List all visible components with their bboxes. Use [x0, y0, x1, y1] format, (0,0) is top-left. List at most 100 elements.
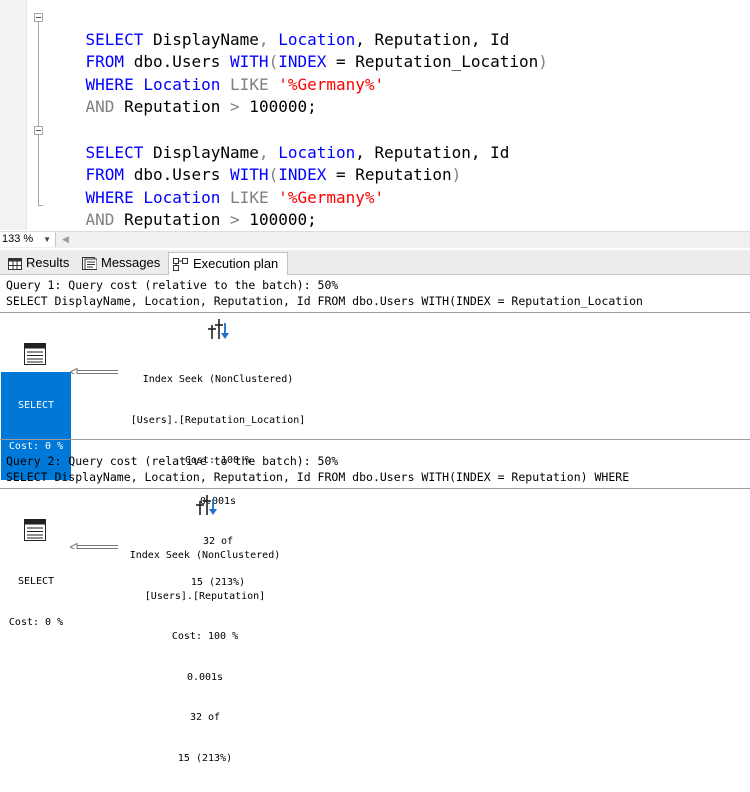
column-list: , Reputation, Id	[355, 143, 510, 162]
keyword-index: INDEX	[278, 165, 327, 184]
seek-title: Index Seek (NonClustered)	[129, 550, 281, 561]
select-node-2[interactable]: SELECT Cost: 0 %	[1, 548, 71, 656]
code-line-q1-2: FROM dbo.Users WITH(INDEX = Reputation_L…	[47, 29, 548, 71]
column-name: DisplayName	[143, 143, 259, 162]
column-location: Location	[143, 188, 221, 207]
column-location: Location	[278, 143, 356, 162]
select-result-icon[interactable]	[24, 343, 46, 365]
keyword-from: FROM	[85, 52, 125, 71]
keyword-with: WITH	[230, 52, 269, 71]
gutter-divider	[26, 0, 27, 230]
seek-title: Index Seek (NonClustered)	[142, 374, 294, 385]
keyword-from: FROM	[85, 165, 125, 184]
seek-time: 0.001s	[186, 671, 224, 683]
column-location: Location	[143, 75, 221, 94]
keyword-and: AND	[85, 97, 115, 116]
fold-guide	[38, 22, 39, 205]
seek-time: 0.001s	[199, 495, 237, 507]
tab-execution-plan-label: Execution plan	[193, 256, 279, 271]
plan-separator	[0, 439, 750, 440]
keyword-where: WHERE	[85, 188, 134, 207]
code-line-q2-3: WHERE Location LIKE '%Germany%'	[47, 165, 385, 207]
string-literal: '%Germany%'	[278, 188, 385, 207]
seek-rows-actual: 32 of	[202, 536, 234, 547]
query2-sql-text: SELECT DisplayName, Location, Reputation…	[6, 470, 630, 484]
tab-results[interactable]: Results	[4, 252, 74, 274]
number-literal: 100000;	[239, 97, 317, 116]
column-list: , Reputation, Id	[355, 30, 510, 49]
code-line-q2-2: FROM dbo.Users WITH(INDEX = Reputation)	[47, 142, 462, 184]
index-seek-icon[interactable]	[196, 493, 218, 517]
keyword-like: LIKE	[230, 75, 269, 94]
collapse-query1-icon[interactable]	[34, 13, 43, 22]
execution-plan-icon	[173, 258, 188, 271]
column-location: Location	[278, 30, 356, 49]
column-name: DisplayName	[143, 30, 259, 49]
index-seek-icon[interactable]	[208, 317, 230, 341]
query-editor[interactable]: SELECT DisplayName, Location, Reputation…	[0, 0, 750, 230]
table-name: dbo.Users	[124, 52, 231, 71]
operator-gt: >	[230, 97, 240, 116]
paren-open: (	[268, 165, 279, 184]
seek-object: [Users].[Reputation_Location]	[130, 414, 306, 426]
query1-header: Query 1: Query cost (relative to the bat…	[0, 276, 750, 313]
seek-cost: Cost: 100 %	[171, 631, 239, 642]
keyword-select: SELECT	[85, 30, 144, 49]
query2-cost-text: Query 2: Query cost (relative to the bat…	[6, 454, 339, 468]
fold-guide-end	[38, 205, 43, 206]
paren-close: )	[538, 52, 548, 71]
column-reputation: Reputation	[114, 97, 231, 116]
index-seek-node-1[interactable]: Index Seek (NonClustered) [Users].[Reput…	[118, 346, 318, 616]
index-name: = Reputation	[326, 165, 452, 184]
result-tabs: Results Messages Execution plan	[0, 250, 750, 275]
keyword-where: WHERE	[85, 75, 134, 94]
select-title: SELECT	[17, 576, 55, 587]
paren-close: )	[451, 165, 462, 184]
keyword-index: INDEX	[278, 52, 327, 71]
code-line-q1-1: SELECT DisplayName, Location, Reputation…	[47, 7, 510, 49]
seek-object: [Users].[Reputation]	[144, 590, 266, 602]
chevron-down-icon: ▼	[43, 235, 51, 244]
select-title: SELECT	[17, 400, 55, 411]
number-literal: 100000;	[239, 210, 317, 229]
query2-header: Query 2: Query cost (relative to the bat…	[0, 452, 750, 489]
operator-gt: >	[230, 210, 240, 229]
comma: ,	[258, 30, 279, 49]
select-result-icon[interactable]	[24, 519, 46, 541]
keyword-with: WITH	[230, 165, 269, 184]
editor-gutter	[0, 0, 26, 230]
messages-icon	[82, 257, 98, 270]
code-line-q2-1: SELECT DisplayName, Location, Reputation…	[47, 120, 510, 162]
tab-messages-label: Messages	[101, 255, 161, 270]
seek-cost: Cost: 100 %	[184, 455, 252, 466]
seek-rows-actual: 32 of	[189, 712, 221, 723]
collapse-query2-icon[interactable]	[34, 126, 43, 135]
editor-status-bar: 133 % ▼ ◀	[0, 231, 750, 248]
select-node-1[interactable]: SELECT Cost: 0 %	[1, 372, 71, 480]
execution-plan-pane[interactable]: Query 1: Query cost (relative to the bat…	[0, 275, 750, 764]
paren-open: (	[268, 52, 279, 71]
tab-messages[interactable]: Messages	[78, 252, 166, 274]
code-line-q1-3: WHERE Location LIKE '%Germany%'	[47, 52, 385, 94]
zoom-dropdown[interactable]: 133 % ▼	[0, 232, 56, 247]
index-seek-node-2[interactable]: Index Seek (NonClustered) [Users].[Reput…	[105, 522, 305, 792]
query1-cost-text: Query 1: Query cost (relative to the bat…	[6, 278, 339, 292]
keyword-and: AND	[85, 210, 115, 229]
keyword-select: SELECT	[85, 143, 144, 162]
tab-results-label: Results	[26, 255, 70, 270]
query1-sql-text: SELECT DisplayName, Location, Reputation…	[6, 294, 643, 308]
scroll-left-arrow-icon[interactable]: ◀	[62, 234, 69, 244]
keyword-like: LIKE	[230, 188, 269, 207]
data-flow-arrow	[70, 543, 118, 549]
select-cost: Cost: 0 %	[8, 440, 64, 452]
column-reputation: Reputation	[114, 210, 231, 229]
zoom-level: 133 %	[2, 233, 34, 245]
seek-rows-estimated: 15 (213%)	[177, 752, 233, 764]
code-line-q2-4: AND Reputation > 100000;	[47, 187, 317, 229]
string-literal: '%Germany%'	[278, 75, 385, 94]
tab-execution-plan[interactable]: Execution plan	[168, 252, 288, 275]
data-flow-arrow	[70, 368, 118, 374]
seek-rows-estimated: 15 (213%)	[190, 576, 246, 588]
comma: ,	[258, 143, 279, 162]
index-name: = Reputation_Location	[326, 52, 539, 71]
